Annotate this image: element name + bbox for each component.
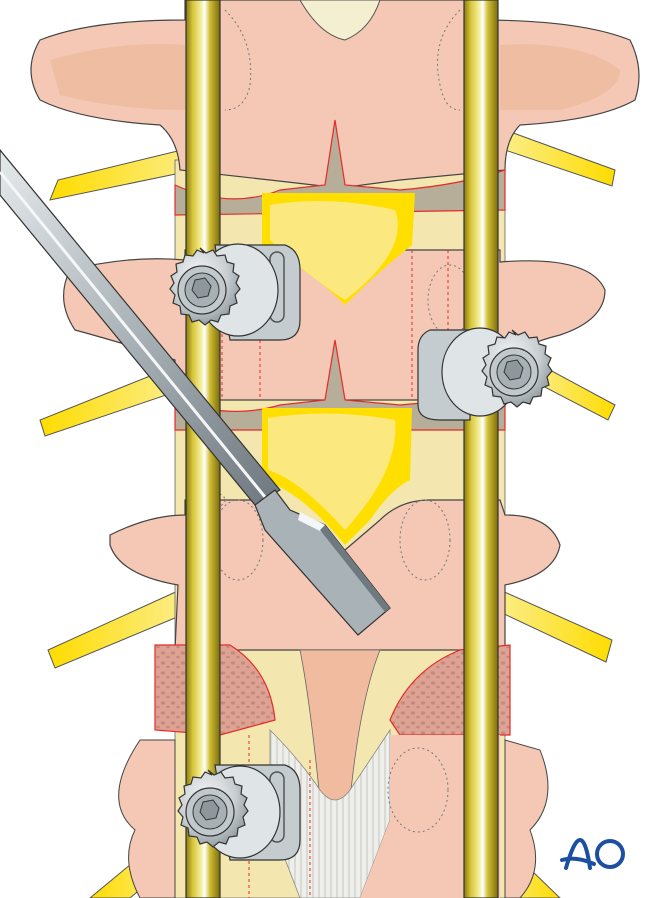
pedicle-outlines	[194, 9, 473, 833]
screw-clamp-lower-left	[177, 764, 301, 861]
hex-socket-icon	[503, 359, 524, 381]
dural-ligament	[269, 728, 391, 898]
disc-middle-light	[268, 413, 396, 530]
screw-clamp-upper-left	[169, 243, 301, 341]
nerve-root-lower-right	[499, 589, 613, 663]
osteotome	[0, 149, 391, 636]
vertebra-top-shadow-right	[500, 44, 620, 110]
screw-clamp-middle-right	[417, 327, 553, 421]
hex-socket-icon	[199, 799, 220, 821]
rods	[185, 0, 499, 898]
ao-logo	[560, 837, 625, 870]
rod-left	[185, 0, 221, 898]
hex-socket-icon	[191, 277, 212, 299]
nerve-root-upper-left	[49, 147, 196, 201]
vertebral-column	[30, 0, 640, 898]
nerve-root-upper-right	[504, 129, 616, 187]
vertebra-bottom	[118, 739, 176, 898]
vertebra-bottom-right	[504, 739, 549, 898]
rod-right	[463, 0, 499, 898]
vertebra-top-shadow	[50, 44, 185, 110]
disc-upper-light	[270, 201, 398, 300]
spinous-tip-top	[299, 0, 381, 41]
